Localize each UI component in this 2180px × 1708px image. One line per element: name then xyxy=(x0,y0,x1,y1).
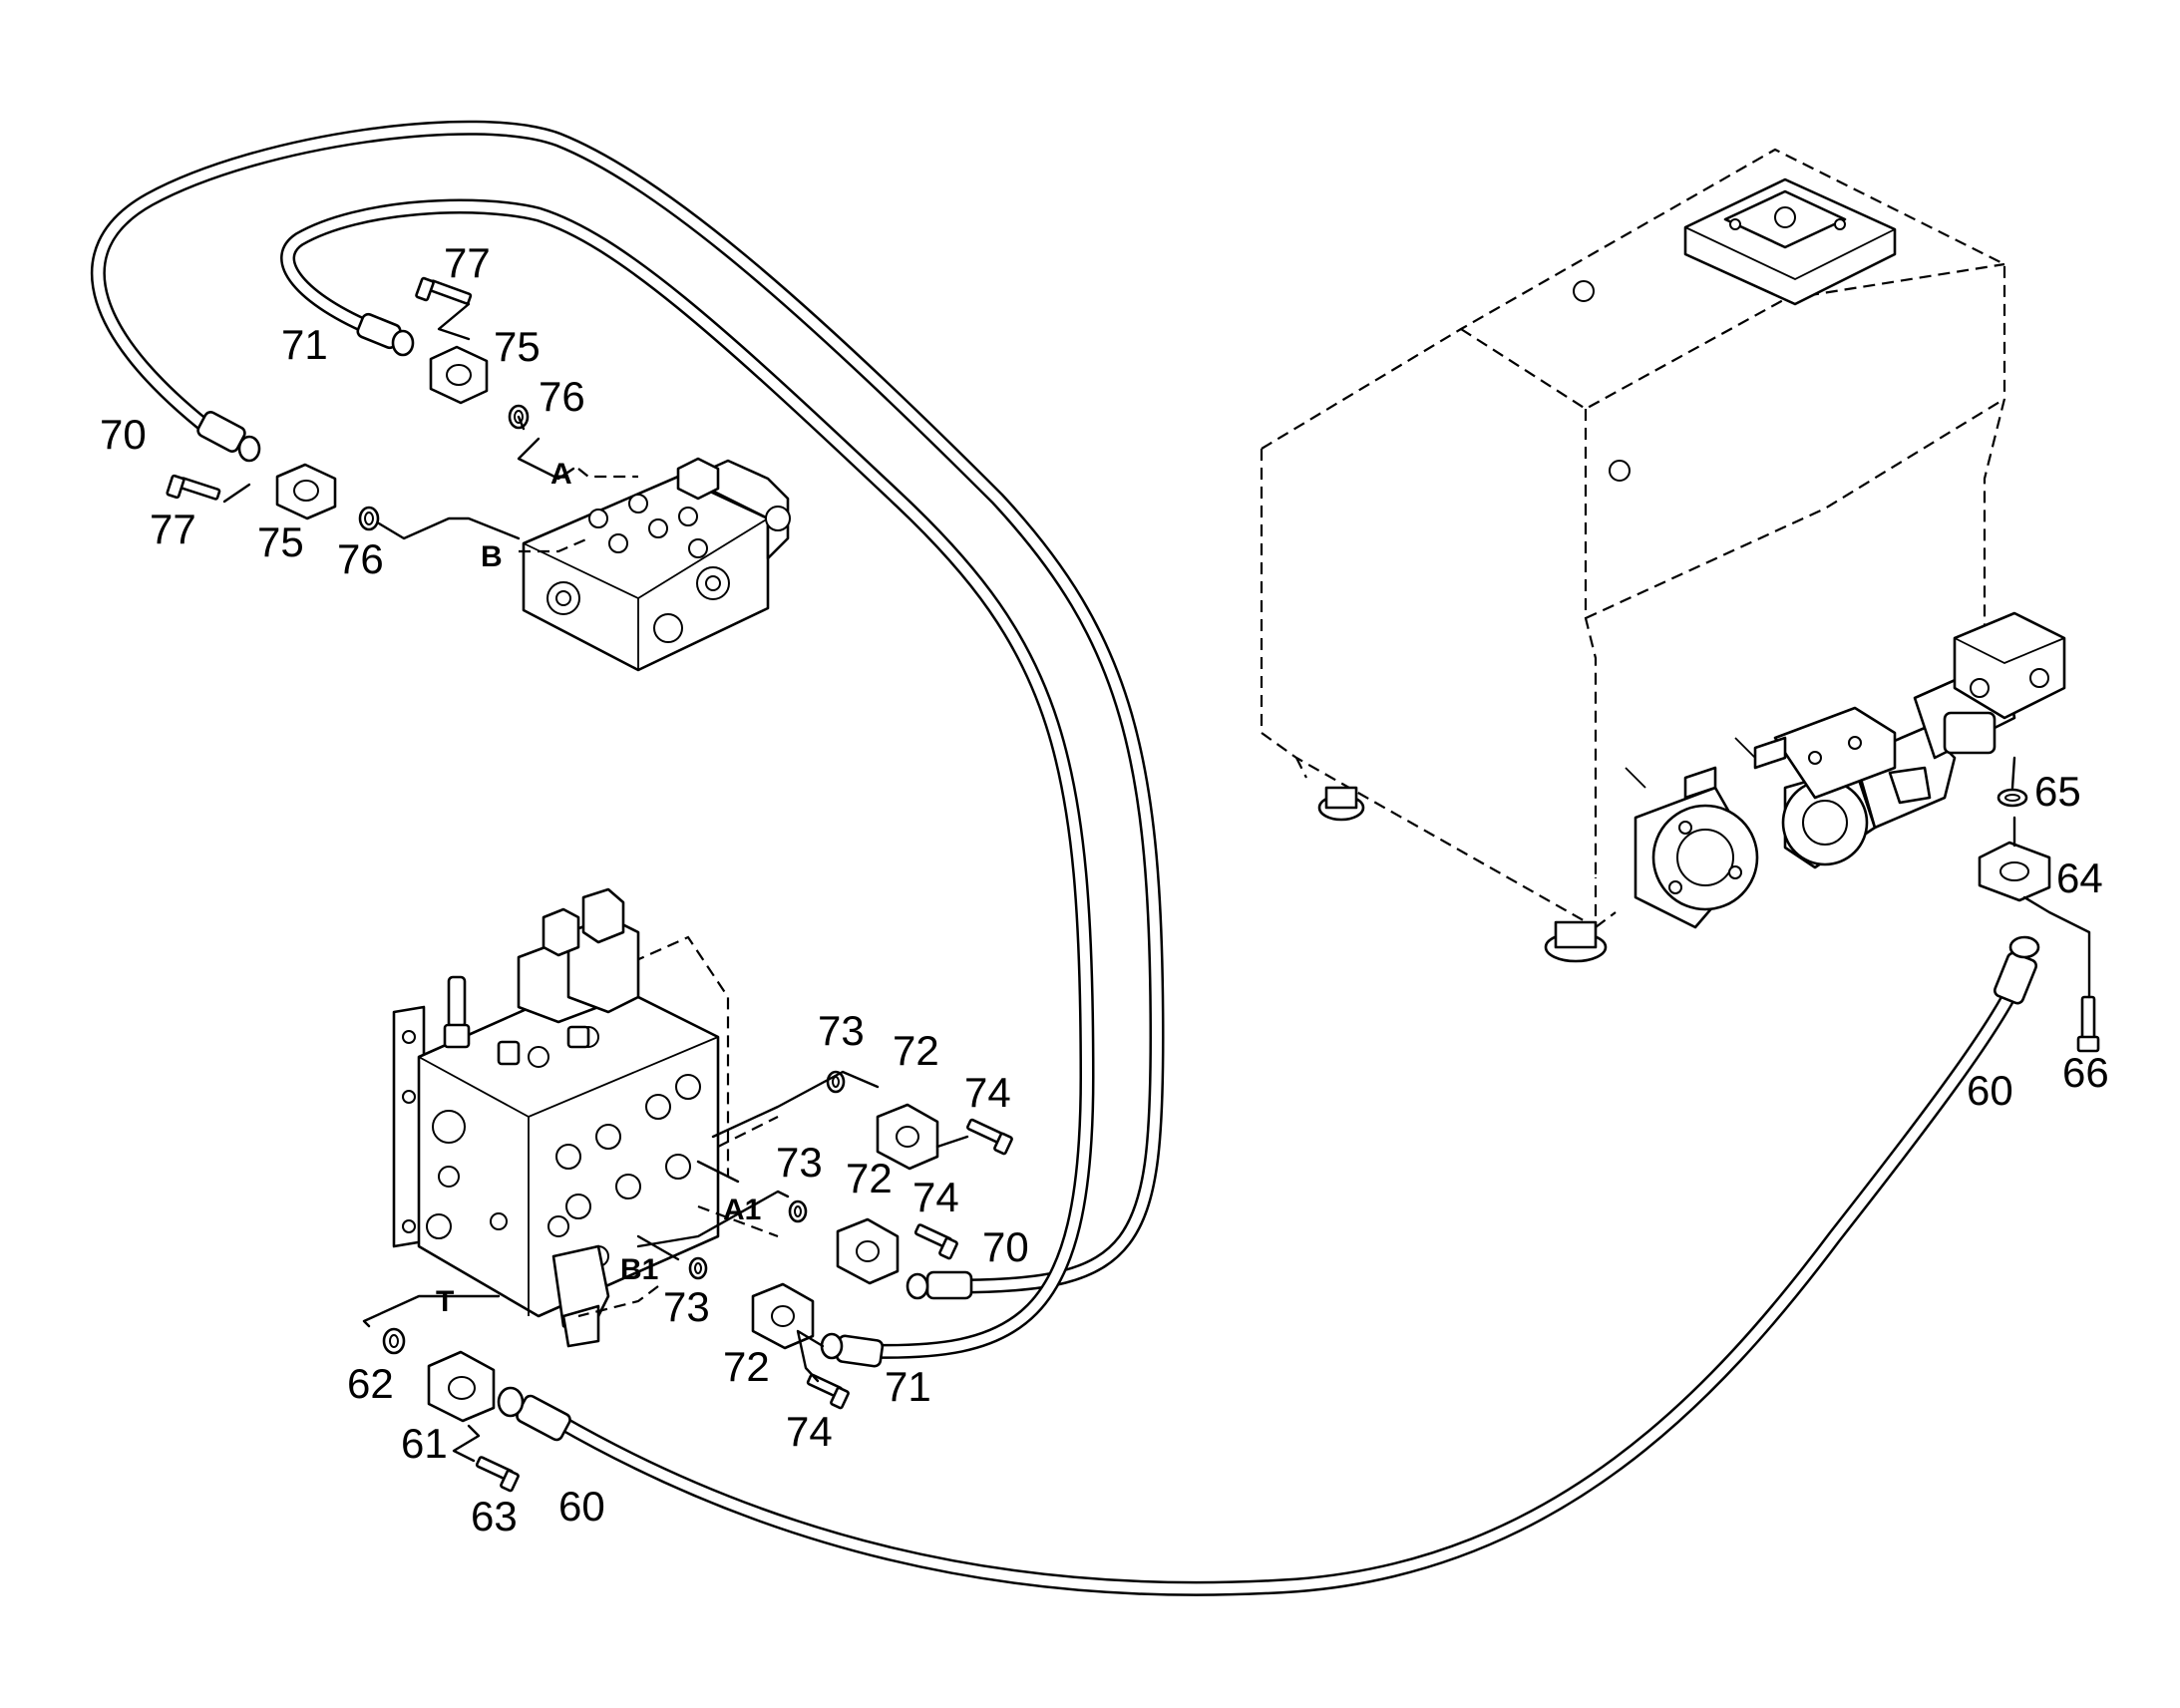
callout-72-b: 72 xyxy=(846,1155,893,1201)
callout-76-top: 76 xyxy=(539,373,585,420)
pump-assembly xyxy=(1625,611,2066,929)
callout-60-left: 60 xyxy=(558,1483,605,1530)
tank-cover-plate xyxy=(1683,177,1897,306)
callout-73-a: 73 xyxy=(818,1007,865,1054)
bolt-63 xyxy=(475,1456,520,1493)
callout-62: 62 xyxy=(347,1360,394,1407)
o-ring-76-left xyxy=(358,506,380,531)
main-control-valve xyxy=(392,887,730,1348)
hose-fitting-70-bottom xyxy=(906,1270,973,1300)
bolt-74-c xyxy=(806,1373,850,1410)
callout-61: 61 xyxy=(401,1420,448,1467)
hose-70 xyxy=(90,120,1165,1294)
callout-71-bottom: 71 xyxy=(885,1363,931,1410)
callout-77-top: 77 xyxy=(444,239,491,286)
leader-lines xyxy=(222,302,2091,1463)
callout-74-c: 74 xyxy=(786,1408,833,1455)
callout-75-top: 75 xyxy=(494,323,541,370)
hose-fitting-71-bottom xyxy=(820,1332,885,1368)
callout-70-top: 70 xyxy=(100,411,147,458)
hose-60 xyxy=(550,974,2024,1596)
hose-fitting-70-top xyxy=(196,411,261,463)
callout-66: 66 xyxy=(2062,1049,2109,1096)
bolt-74-b xyxy=(913,1223,958,1260)
hose-fitting-60-left xyxy=(497,1386,571,1442)
split-flange-72-c xyxy=(751,1282,815,1350)
callout-72-a: 72 xyxy=(893,1027,939,1074)
bolt-77-top xyxy=(415,276,473,305)
callout-73-c: 73 xyxy=(663,1283,710,1330)
callout-75-left: 75 xyxy=(257,518,304,565)
split-flange-75-left xyxy=(275,463,337,520)
dashed-port-leaders xyxy=(519,468,779,1318)
bolt-77-left xyxy=(166,474,221,501)
split-flange-61 xyxy=(427,1350,496,1423)
o-ring-65 xyxy=(1997,788,2028,808)
callout-74-b: 74 xyxy=(912,1174,959,1220)
split-flange-75-top xyxy=(429,345,489,405)
bolt-74-a xyxy=(966,1118,1013,1156)
callout-64: 64 xyxy=(2056,854,2103,901)
callout-65: 65 xyxy=(2034,768,2081,815)
hose-fitting-71-top xyxy=(356,312,415,357)
port-label-b: B xyxy=(481,540,503,573)
port-label-t: T xyxy=(436,1285,454,1318)
callout-60-right: 60 xyxy=(1967,1067,2013,1114)
callout-labels: 70 71 77 75 76 77 75 76 73 72 74 73 72 7… xyxy=(100,239,2109,1539)
split-flange-72-a xyxy=(876,1103,939,1171)
hydraulic-tank xyxy=(1260,148,2066,963)
bolt-66 xyxy=(2076,995,2100,1053)
hose-71 xyxy=(280,198,1095,1359)
callout-72-c: 72 xyxy=(723,1343,770,1390)
split-flange-64 xyxy=(1978,841,2051,902)
o-ring-62 xyxy=(382,1327,406,1355)
hose-fitting-60-right xyxy=(1993,935,2040,1005)
split-flange-72-b xyxy=(836,1217,900,1285)
port-label-a1: A1 xyxy=(723,1194,761,1226)
callout-74-a: 74 xyxy=(964,1069,1011,1116)
valve-block-small xyxy=(522,457,791,672)
o-ring-73-c xyxy=(688,1256,708,1280)
callout-73-b: 73 xyxy=(776,1139,823,1186)
o-ring-73-b xyxy=(788,1199,808,1223)
port-label-a: A xyxy=(550,458,572,491)
port-label-b1: B1 xyxy=(620,1253,658,1286)
callout-70-bottom: 70 xyxy=(982,1223,1029,1270)
port-labels: A B A1 B1 T xyxy=(436,458,761,1318)
callout-76-left: 76 xyxy=(337,535,384,582)
callout-63: 63 xyxy=(471,1493,518,1539)
callout-71-top: 71 xyxy=(281,321,328,368)
callout-77-left: 77 xyxy=(150,506,196,552)
